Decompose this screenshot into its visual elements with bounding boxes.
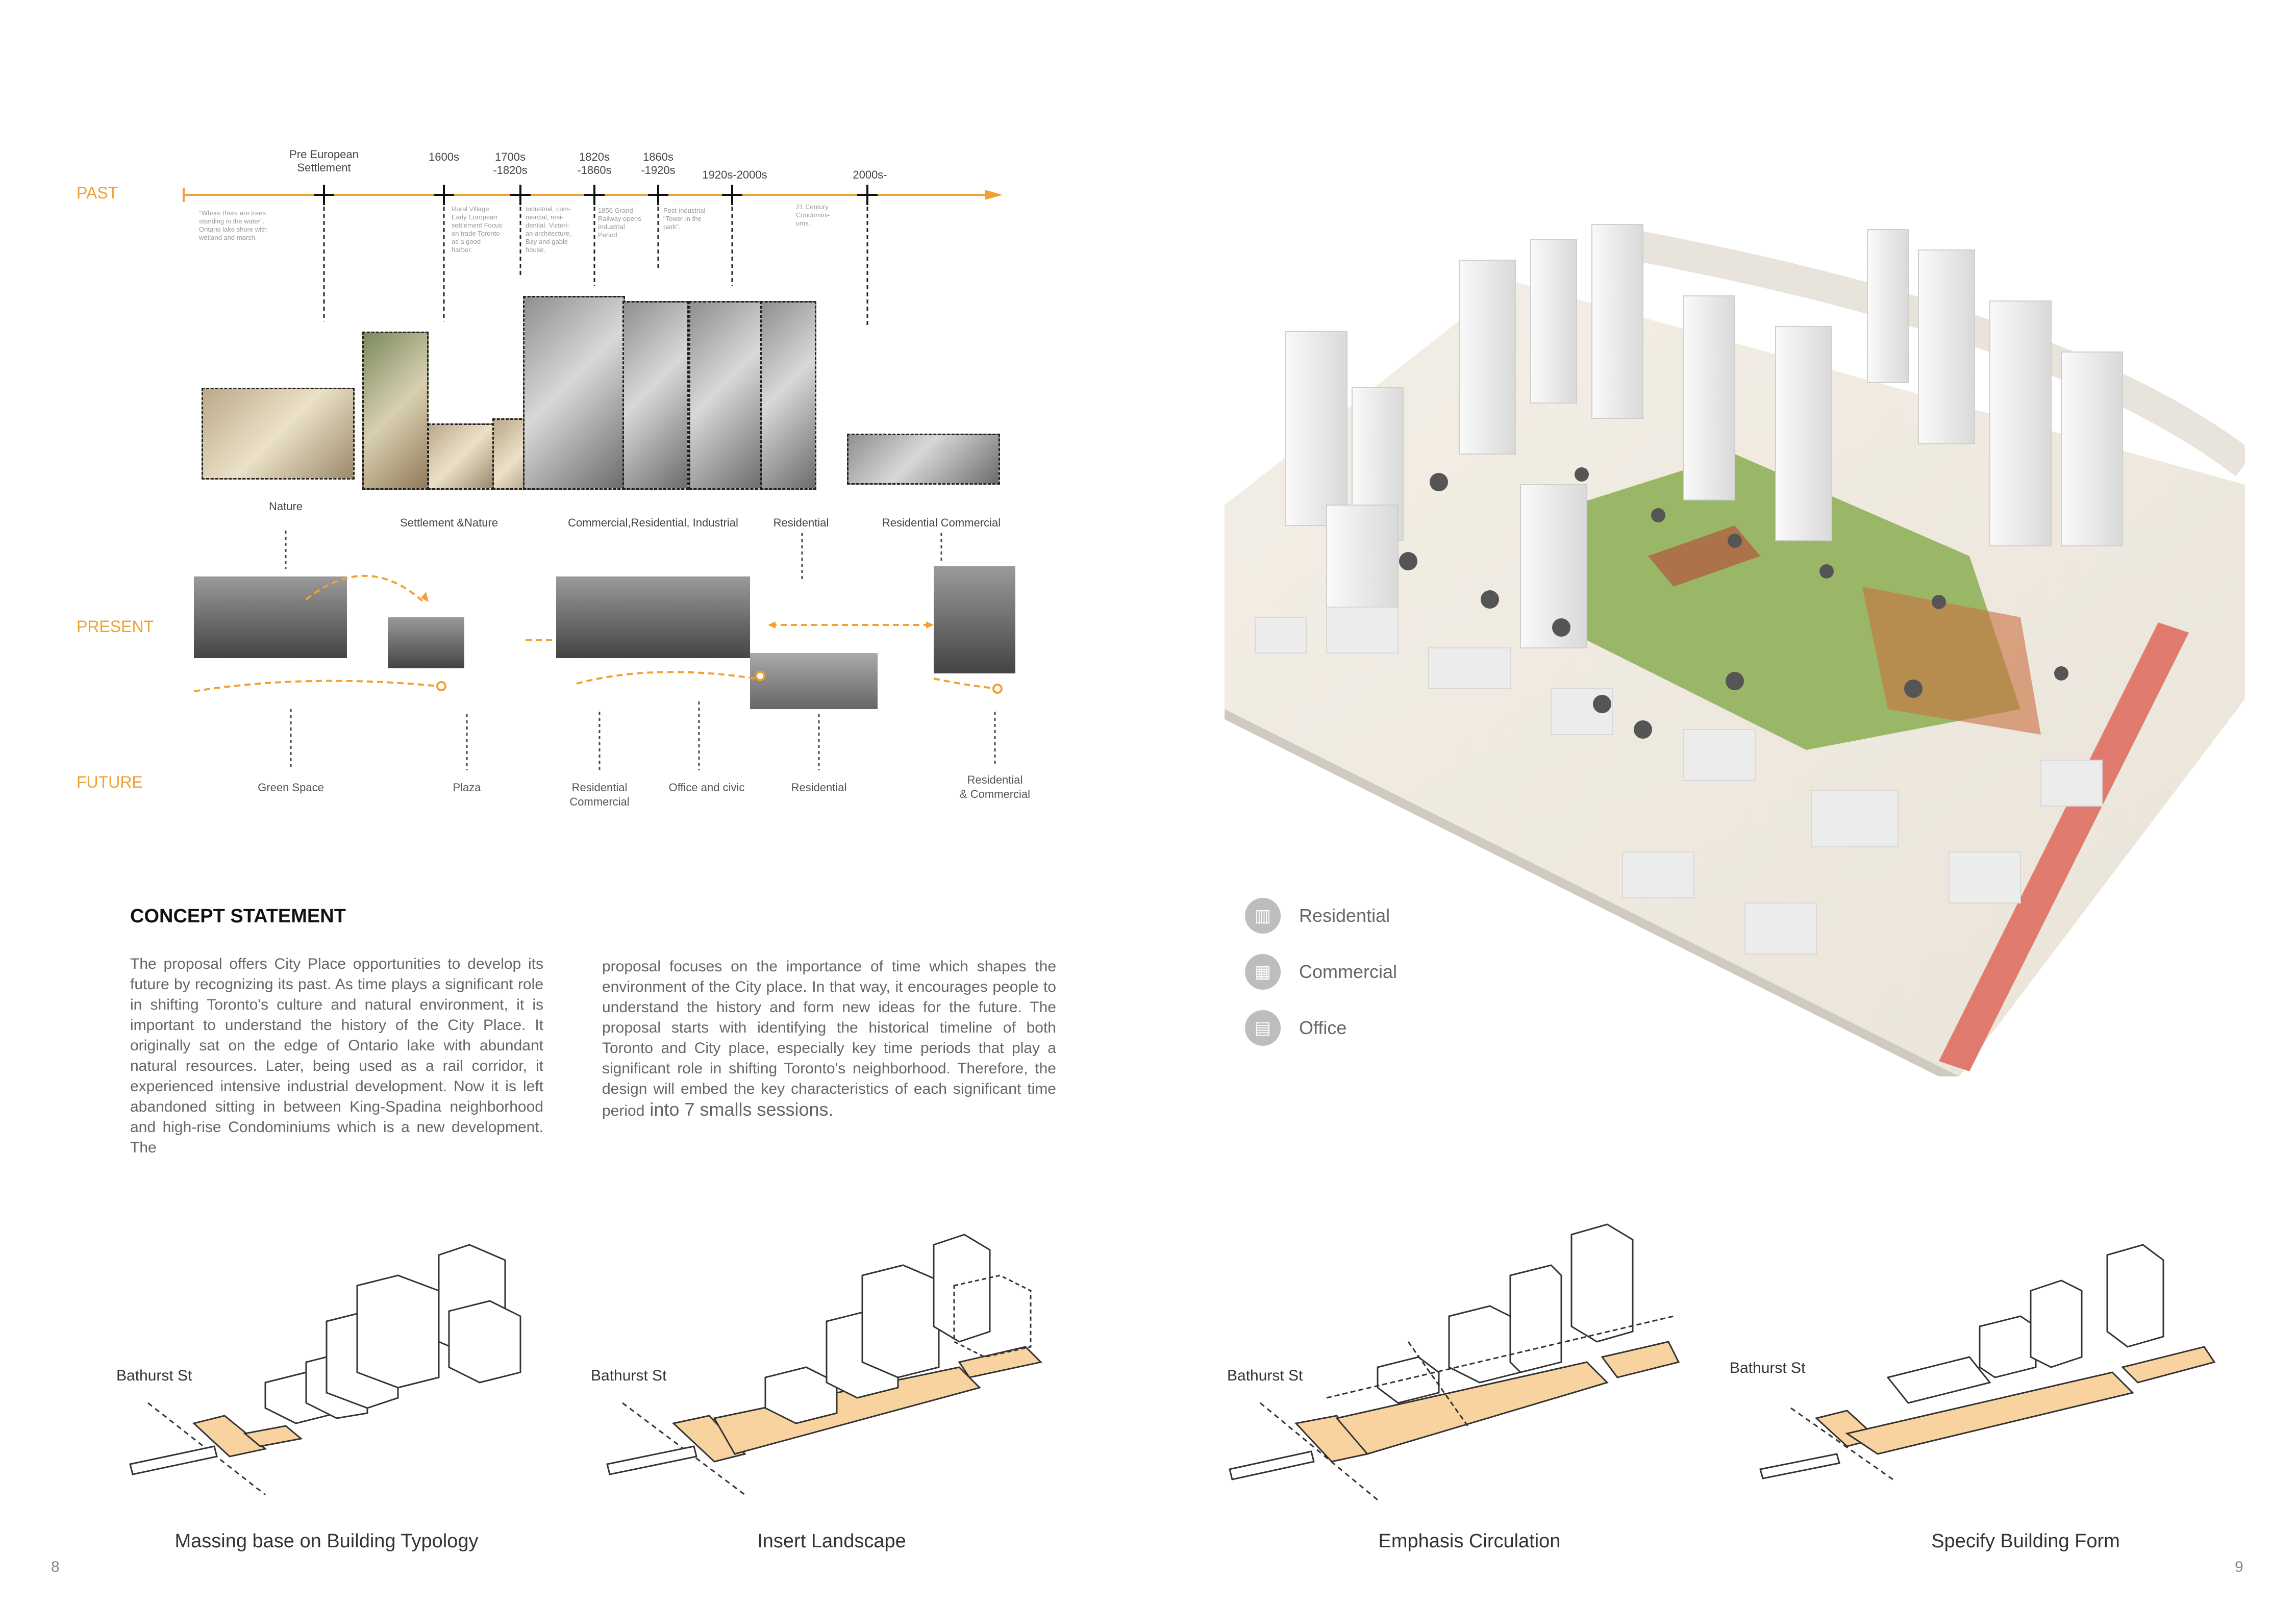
category-label-residential: Residential xyxy=(773,516,829,529)
diagram-massing xyxy=(129,1244,521,1496)
historical-photo-settlement xyxy=(362,332,429,490)
legend-label: Commercial xyxy=(1299,961,1397,982)
page-number-left: 8 xyxy=(51,1559,60,1575)
present-photo-plaza xyxy=(388,617,464,668)
era-marker-pre-european: Pre European Settlement xyxy=(283,148,365,174)
legend-label: Office xyxy=(1299,1017,1347,1038)
commercial-icon: ▦ xyxy=(1245,954,1281,990)
era-crosses xyxy=(314,185,878,327)
era-marker-1600s: 1600s xyxy=(418,150,469,164)
era-label: 2000s- xyxy=(853,168,887,181)
concept-text-part-1: proposal focuses on the importance of ti… xyxy=(602,958,1056,1119)
era-marker-2000s: 2000s- xyxy=(842,168,898,182)
massing-diagrams xyxy=(129,1223,2216,1501)
present-connectors xyxy=(193,531,1003,770)
concept-text-column-2: proposal focuses on the importance of ti… xyxy=(602,957,1056,1121)
present-photo-commercial xyxy=(556,576,750,658)
legend-item-commercial: ▦ Commercial xyxy=(1245,954,1397,990)
caption-circulation: Emphasis Circulation xyxy=(1378,1530,1561,1552)
office-icon: ▤ xyxy=(1245,1010,1281,1046)
land-use-legend: ▥ Residential ▦ Commercial ▤ Office xyxy=(1245,898,1397,1046)
era-note: 21 Century Condomini- ums. xyxy=(796,203,830,227)
future-label-residential-commercial: Residential Commercial xyxy=(569,781,630,808)
diagram-building-form xyxy=(1759,1244,2216,1480)
future-label-green-space: Green Space xyxy=(258,781,324,794)
historical-photo-condos xyxy=(760,301,816,490)
era-note: 1856 Grand Railway opens Industrial Peri… xyxy=(598,207,641,239)
era-marker-1860s: 1860s -1920s xyxy=(630,150,686,177)
era-label: Pre European Settlement xyxy=(289,148,359,174)
diagram-circulation xyxy=(1229,1223,1680,1501)
caption-massing: Massing base on Building Typology xyxy=(174,1530,479,1552)
era-marker-1700s: 1700s -1820s xyxy=(482,150,538,177)
axonometric-site-view xyxy=(1225,224,2245,1076)
historical-photo-settlement-2 xyxy=(428,423,494,490)
era-note: Rural Village. Early European settlement… xyxy=(452,205,502,254)
residential-icon: ▥ xyxy=(1245,898,1281,934)
caption-building-form: Specify Building Form xyxy=(1931,1530,2120,1552)
concept-text-column-1: The proposal offers City Place opportuni… xyxy=(130,956,543,1156)
street-label-bathurst: Bathurst St xyxy=(1730,1360,1806,1376)
era-note: Post-industrial "Tower in the park". xyxy=(663,207,706,231)
historical-photo-railway xyxy=(622,301,689,490)
era-label: 1820s -1860s xyxy=(577,150,612,177)
present-photo-residential xyxy=(194,576,347,658)
era-note: "Where there are trees standing in the w… xyxy=(199,209,267,241)
present-row-label: PRESENT xyxy=(77,617,154,636)
historical-photo-skyline xyxy=(847,434,1000,485)
future-label-office-civic: Office and civic xyxy=(668,781,745,794)
past-row-label: PAST xyxy=(77,184,118,202)
future-row-label: FUTURE xyxy=(77,773,143,791)
concept-title: CONCEPT STATEMENT xyxy=(130,906,346,927)
present-photo-towers xyxy=(934,566,1015,673)
future-label-residential: Residential xyxy=(791,781,847,794)
historical-photo-nature xyxy=(202,388,355,480)
concept-text-part-2: into 7 smalls sessions. xyxy=(644,1099,834,1120)
diagram-landscape xyxy=(606,1234,1043,1496)
category-label-commercial: Commercial,Residential, Industrial xyxy=(568,516,738,529)
present-photo-railway xyxy=(750,653,878,709)
legend-item-office: ▤ Office xyxy=(1245,1010,1397,1046)
caption-landscape: Insert Landscape xyxy=(757,1530,906,1552)
future-label-plaza: Plaza xyxy=(453,781,481,794)
street-label-bathurst: Bathurst St xyxy=(1227,1367,1303,1384)
era-label: 1700s -1820s xyxy=(493,150,528,177)
era-label: 1600s xyxy=(429,150,459,163)
era-marker-1820s: 1820s -1860s xyxy=(566,150,622,177)
legend-item-residential: ▥ Residential xyxy=(1245,898,1397,934)
legend-label: Residential xyxy=(1299,905,1390,926)
era-note: Industrial, com- mercial, resi- dential.… xyxy=(526,205,571,254)
category-label-settlement: Settlement &Nature xyxy=(400,516,498,529)
street-label-bathurst: Bathurst St xyxy=(591,1367,667,1384)
era-marker-1920s: 1920s-2000s xyxy=(689,168,781,182)
era-label: 1920s-2000s xyxy=(702,168,767,181)
future-label-residential-and-commercial: Residential & Commercial xyxy=(959,773,1031,800)
historical-photo-industrial xyxy=(523,296,625,490)
street-label-bathurst: Bathurst St xyxy=(116,1367,192,1384)
era-label: 1860s -1920s xyxy=(641,150,676,177)
page-number-right: 9 xyxy=(2235,1559,2243,1575)
category-label-nature: Nature xyxy=(268,500,303,513)
category-label-res-commercial: Residential Commercial xyxy=(882,516,1001,529)
